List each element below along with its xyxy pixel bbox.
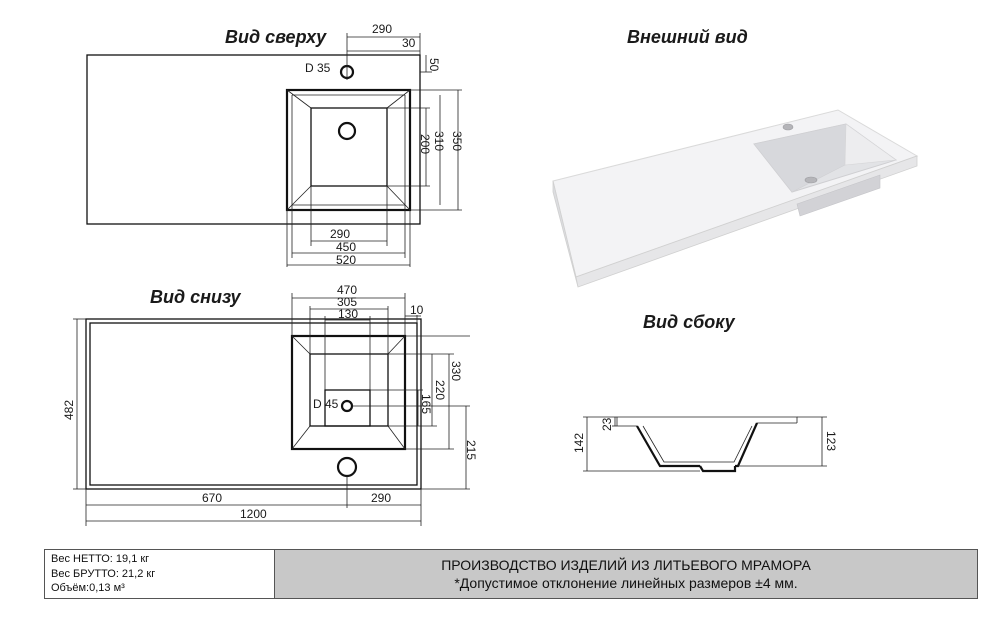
bottom-dim-215: 215 — [464, 440, 478, 460]
bottom-dim-670: 670 — [202, 491, 222, 505]
top-dim-450: 450 — [336, 240, 356, 254]
bottom-drain-icon — [340, 399, 354, 413]
side-dim-142: 142 — [572, 433, 586, 453]
bottom-drain-boss — [324, 389, 371, 427]
exterior-view: Внешний вид — [552, 27, 919, 288]
side-dim-23: 23 — [600, 417, 614, 431]
top-view-title: Вид сверху — [225, 27, 327, 47]
side-dim-123: 123 — [824, 431, 838, 451]
top-countertop-outline — [86, 54, 421, 225]
exterior-view-title: Внешний вид — [627, 27, 748, 47]
side-basin-left — [636, 425, 700, 468]
top-dim-350: 350 — [450, 131, 464, 151]
side-view: Вид сбоку 142 23 123 — [572, 312, 838, 473]
side-basin-right — [735, 422, 759, 468]
top-basin-inner — [310, 107, 388, 187]
bottom-dim-1200: 1200 — [240, 507, 267, 521]
top-dim-290-top: 290 — [372, 22, 392, 36]
top-view: Вид сверху D 35 290 30 50 350 — [86, 22, 464, 267]
bottom-basin-outer — [290, 334, 407, 451]
bottom-dim-305: 305 — [337, 295, 357, 309]
bottom-dim-165: 165 — [419, 394, 433, 414]
top-dim-290-bottom: 290 — [330, 227, 350, 241]
bottom-view-title: Вид снизу — [150, 287, 241, 307]
volume: Объём:0,13 м³ — [51, 582, 125, 594]
top-basin-outer — [285, 88, 412, 212]
side-view-title: Вид сбоку — [643, 312, 736, 332]
production-note: ПРОИЗВОДСТВО ИЗДЕЛИЙ ИЗ ЛИТЬЕВОГО МРАМОР… — [441, 557, 811, 573]
bottom-view: Вид снизу D 45 470 305 130 10 — [62, 283, 478, 526]
title-block: Вес НЕТТО: 19,1 кг Вес БРУТТО: 21,2 кг О… — [44, 549, 978, 599]
bottom-dim-482: 482 — [62, 400, 76, 420]
bottom-dim-130: 130 — [338, 307, 358, 321]
top-dim-hole: D 35 — [305, 61, 331, 75]
bottom-countertop-outline — [85, 318, 422, 490]
bottom-dim-330: 330 — [449, 361, 463, 381]
bottom-tap-hole-icon — [336, 456, 358, 478]
bottom-dim-290: 290 — [371, 491, 391, 505]
top-dim-50: 50 — [427, 58, 441, 72]
top-drain-icon — [337, 121, 357, 141]
info-panel: ПРОИЗВОДСТВО ИЗДЕЛИЙ ИЗ ЛИТЬЕВОГО МРАМОР… — [275, 550, 977, 598]
gross-weight: Вес БРУТТО: 21,2 кг — [51, 567, 156, 580]
side-profile-top — [617, 416, 798, 423]
top-dim-30: 30 — [402, 36, 416, 50]
exterior-drain-icon — [804, 176, 818, 184]
bottom-dim-220: 220 — [433, 380, 447, 400]
net-weight: Вес НЕТТО: 19,1 кг — [51, 553, 150, 565]
top-dim-520: 520 — [336, 253, 356, 267]
bottom-dim-hole: D 45 — [313, 397, 339, 411]
top-dim-310: 310 — [432, 131, 446, 151]
bottom-dim-470: 470 — [337, 283, 357, 297]
top-dim-200: 200 — [418, 134, 432, 154]
specs-panel: Вес НЕТТО: 19,1 кг Вес БРУТТО: 21,2 кг О… — [45, 550, 275, 598]
exterior-tap-hole-icon — [782, 123, 794, 131]
bottom-dim-10: 10 — [410, 303, 424, 317]
tolerance-note: *Допустимое отклонение линейных размеров… — [454, 575, 798, 591]
